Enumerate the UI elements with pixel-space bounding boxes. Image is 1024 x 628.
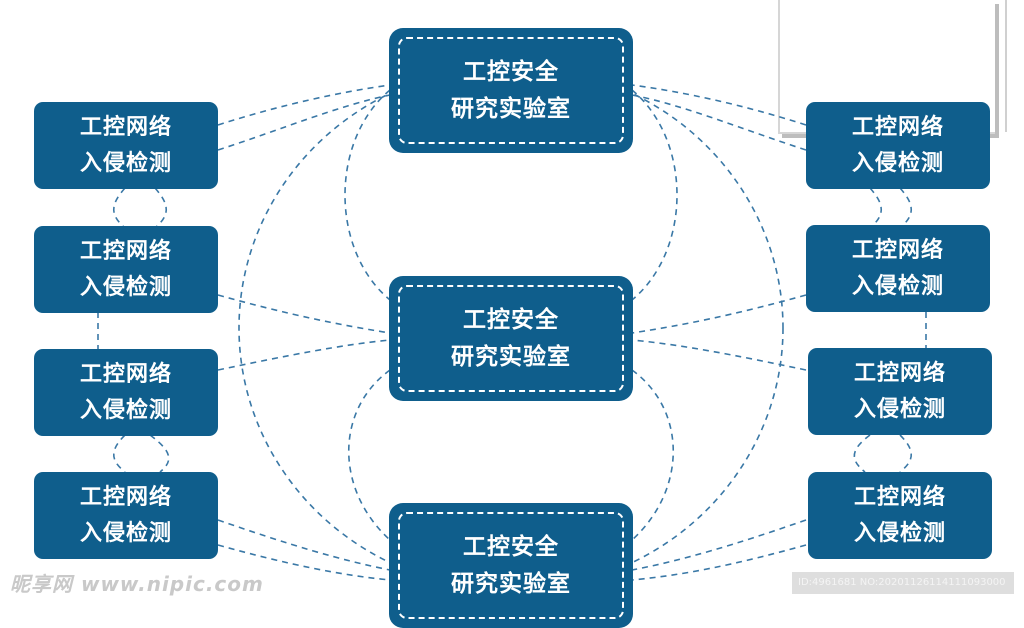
dashed-inner-border bbox=[398, 285, 624, 392]
left-connector bbox=[217, 294, 391, 334]
right-connector bbox=[631, 94, 807, 151]
right-connector bbox=[631, 84, 807, 126]
left-connector bbox=[217, 339, 391, 371]
node-title: 工控网络 bbox=[851, 237, 944, 263]
node-title: 工控网络 bbox=[851, 114, 944, 140]
lower-ring-connector bbox=[348, 369, 391, 541]
left-node-1: 工控网络 入侵检测 bbox=[34, 102, 218, 189]
right-node-2: 工控网络 入侵检测 bbox=[806, 225, 990, 312]
right-connector bbox=[631, 544, 807, 581]
node-title: 工控网络 bbox=[79, 114, 172, 140]
node-subtitle: 入侵检测 bbox=[79, 150, 172, 176]
node-title: 工控安全 bbox=[463, 58, 559, 85]
image-id-bar: ID:4961681 NO:20201126114111093000 bbox=[792, 572, 1014, 594]
lower-ring-connector bbox=[631, 369, 674, 541]
right-node-1: 工控网络 入侵检测 bbox=[806, 102, 990, 189]
right-chain-connector bbox=[853, 434, 871, 473]
center-node-top: 工控安全 研究实验室 bbox=[389, 28, 633, 153]
node-title: 工控安全 bbox=[463, 533, 559, 560]
left-chain-connector bbox=[112, 187, 126, 229]
node-subtitle: 研究实验室 bbox=[451, 343, 571, 370]
node-subtitle: 入侵检测 bbox=[853, 396, 946, 422]
right-chain-connector bbox=[899, 434, 913, 473]
right-chain-connector bbox=[869, 187, 883, 229]
right-node-4: 工控网络 入侵检测 bbox=[808, 472, 992, 559]
left-node-2: 工控网络 入侵检测 bbox=[34, 226, 218, 313]
left-chain-connector bbox=[154, 187, 168, 229]
left-chain-connector bbox=[149, 434, 170, 473]
node-subtitle: 入侵检测 bbox=[79, 520, 172, 546]
center-node-middle: 工控安全 研究实验室 bbox=[389, 276, 633, 401]
node-title: 工控网络 bbox=[79, 484, 172, 510]
node-title: 工控网络 bbox=[853, 484, 946, 510]
node-subtitle: 研究实验室 bbox=[451, 95, 571, 122]
node-subtitle: 入侵检测 bbox=[853, 520, 946, 546]
right-chain-connector bbox=[899, 187, 913, 229]
node-subtitle: 入侵检测 bbox=[79, 397, 172, 423]
node-subtitle: 入侵检测 bbox=[851, 150, 944, 176]
node-subtitle: 研究实验室 bbox=[451, 570, 571, 597]
center-node-bottom: 工控安全 研究实验室 bbox=[389, 503, 633, 628]
watermark: 昵享网 www.nipic.com bbox=[10, 572, 264, 596]
node-title: 工控网络 bbox=[79, 361, 172, 387]
upper-ring-connector bbox=[344, 89, 391, 301]
node-title: 工控安全 bbox=[463, 306, 559, 333]
left-chain-connector bbox=[112, 434, 126, 473]
left-connector bbox=[217, 544, 391, 581]
right-connector bbox=[631, 294, 807, 334]
left-connector bbox=[217, 519, 391, 571]
node-title: 工控网络 bbox=[79, 238, 172, 264]
left-connector bbox=[217, 84, 391, 126]
node-subtitle: 入侵检测 bbox=[79, 274, 172, 300]
node-subtitle: 入侵检测 bbox=[851, 273, 944, 299]
right-connector bbox=[631, 519, 807, 571]
left-connector bbox=[217, 94, 391, 151]
left-node-3: 工控网络 入侵检测 bbox=[34, 349, 218, 436]
right-connector bbox=[631, 339, 807, 371]
left-node-4: 工控网络 入侵检测 bbox=[34, 472, 218, 559]
node-title: 工控网络 bbox=[853, 360, 946, 386]
dashed-inner-border bbox=[398, 37, 624, 144]
right-node-3: 工控网络 入侵检测 bbox=[808, 348, 992, 435]
upper-ring-connector bbox=[631, 89, 678, 301]
